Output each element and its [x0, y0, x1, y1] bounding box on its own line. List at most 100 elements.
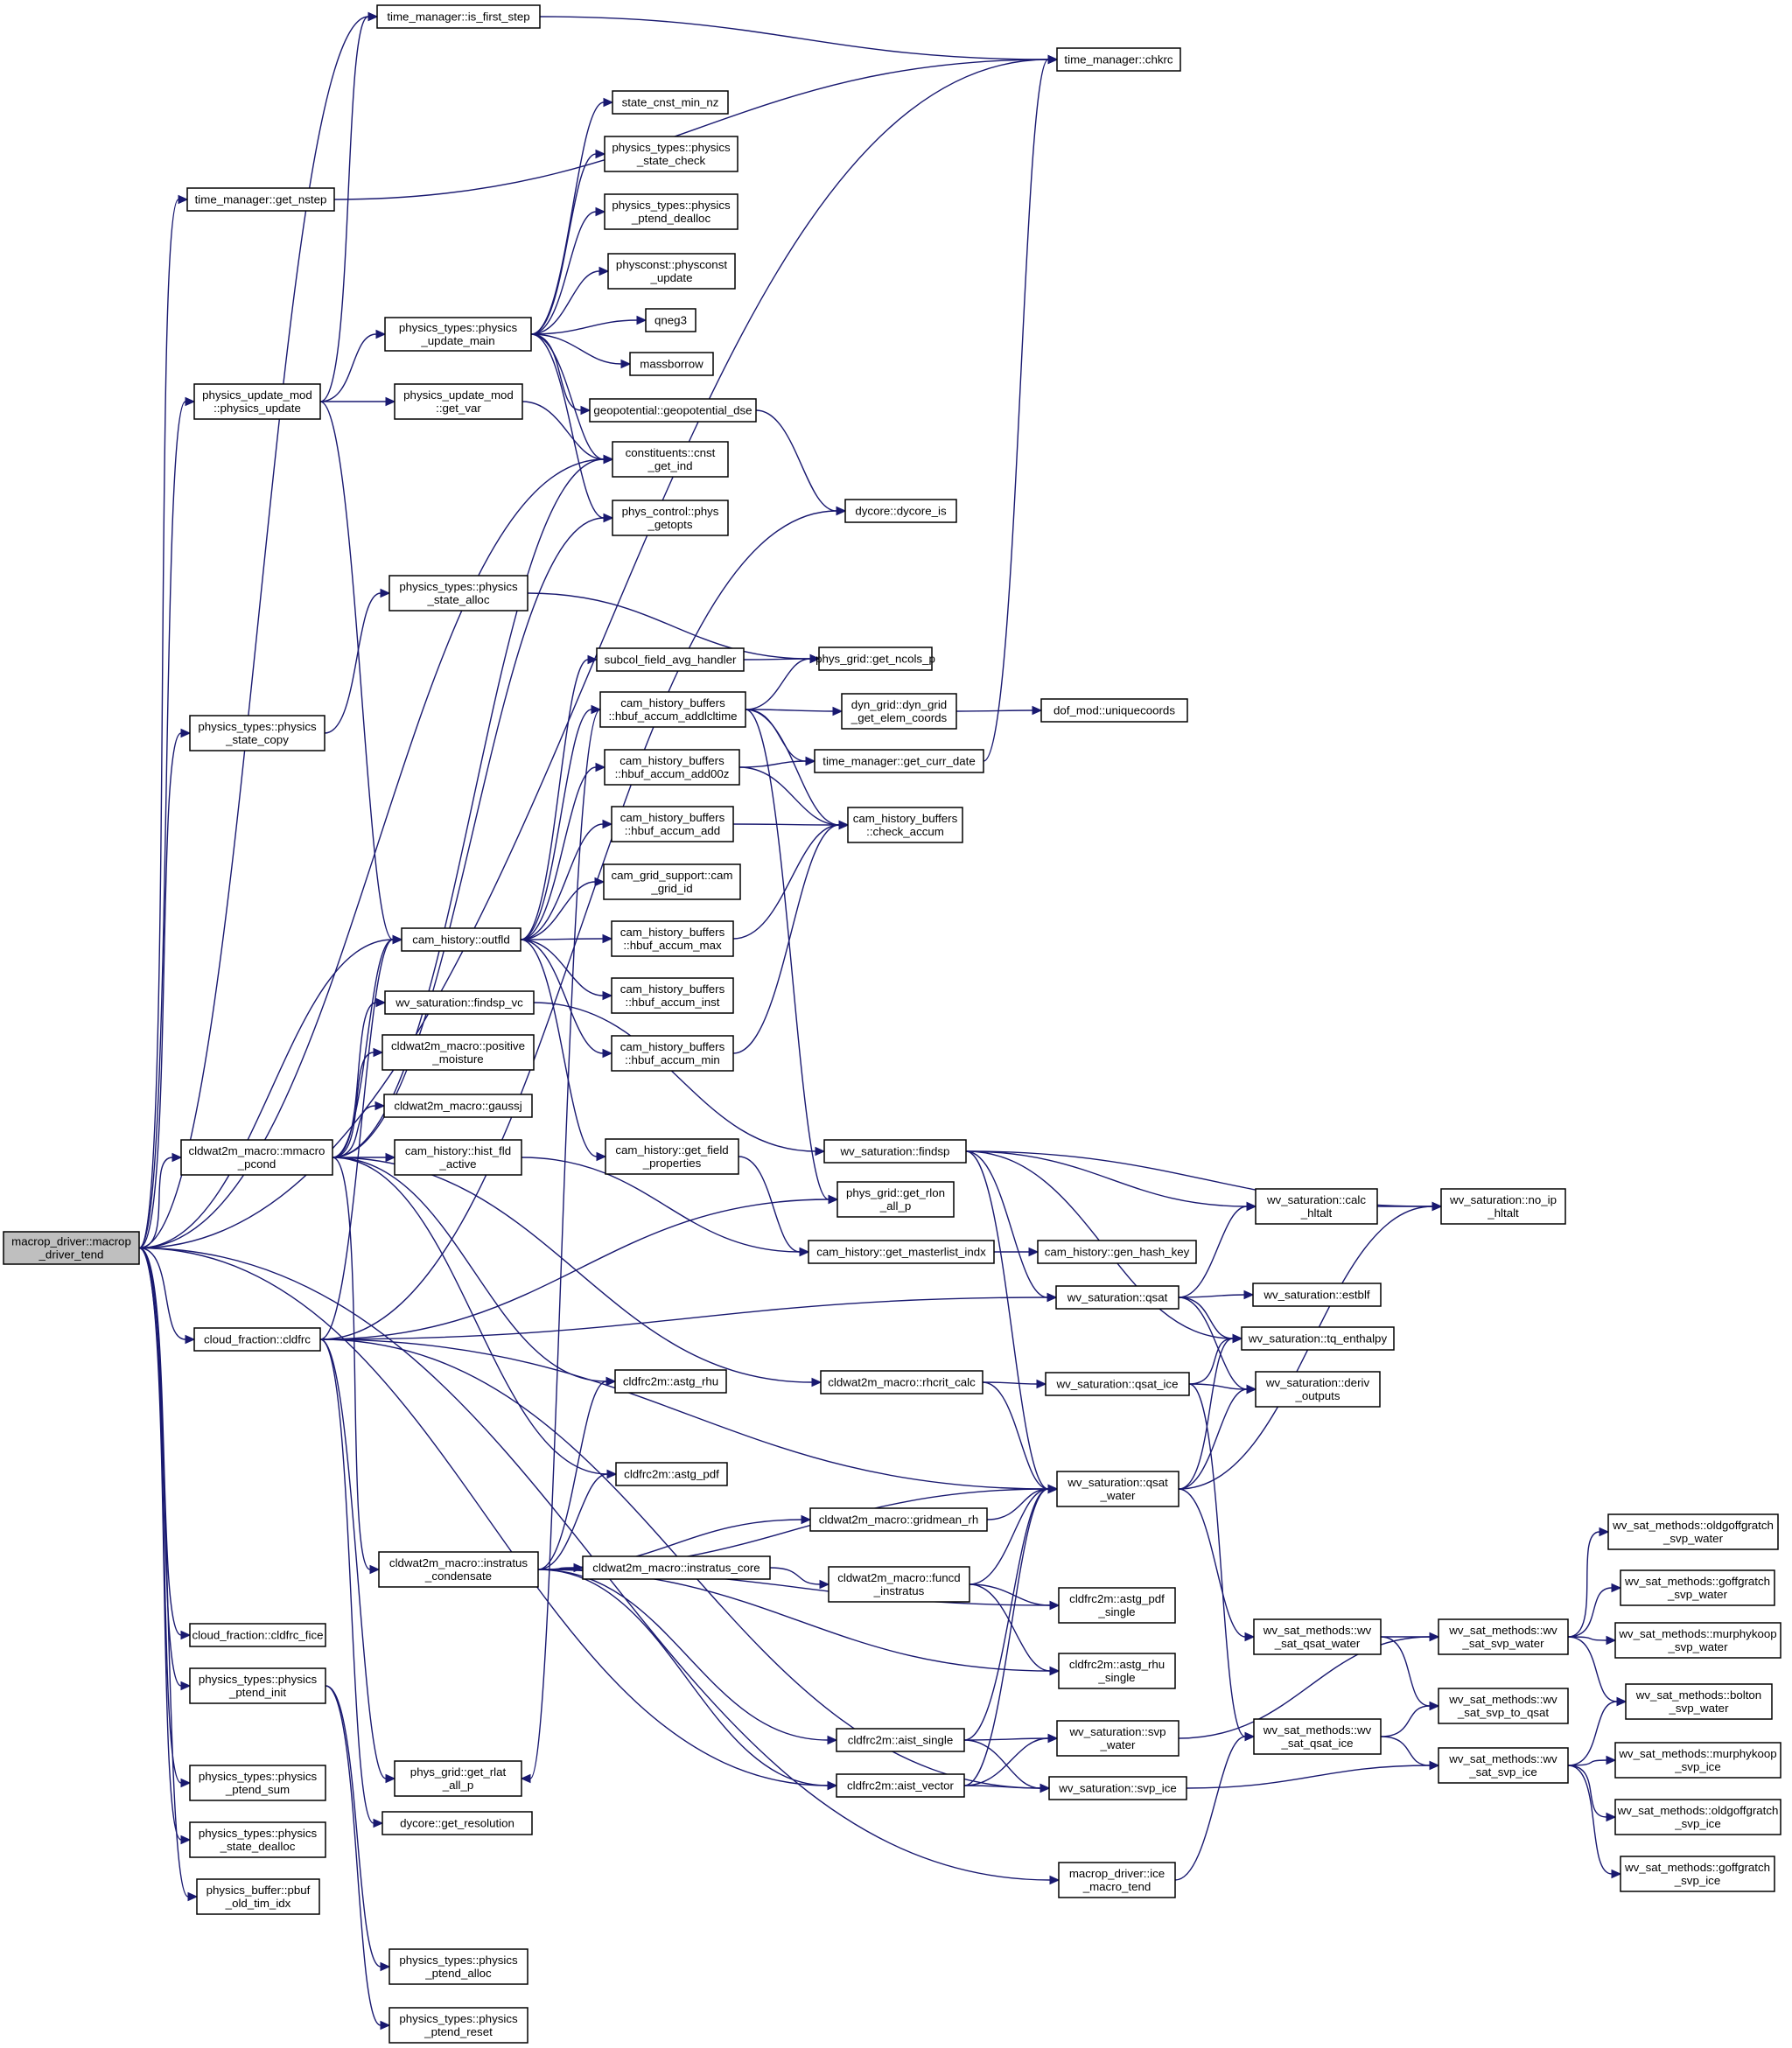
node-astg-rhu[interactable]: cldfrc2m::astg_rhu	[614, 1369, 727, 1394]
node-svp-to-qsat[interactable]: wv_sat_methods::wv_sat_svp_to_qsat	[1438, 1688, 1569, 1724]
node-pt-update-main[interactable]: physics_types::physics_update_main	[384, 317, 532, 352]
node-first-step[interactable]: time_manager::is_first_step	[376, 4, 541, 29]
node-pu-physics-update[interactable]: physics_update_mod::physics_update	[193, 383, 321, 420]
node-pt-state-alloc[interactable]: physics_types::physics_state_alloc	[388, 575, 528, 612]
node-estblf[interactable]: wv_saturation::estblf	[1252, 1283, 1382, 1307]
node-pt-ptend-dealloc[interactable]: physics_types::physics_ptend_dealloc	[604, 193, 738, 230]
node-bolton-water[interactable]: wv_sat_methods::bolton_svp_water	[1625, 1683, 1773, 1720]
node-gaussj[interactable]: cldwat2m_macro::gaussj	[383, 1094, 533, 1118]
node-oldgoff-ice[interactable]: wv_sat_methods::oldgoffgratch_svp_ice	[1614, 1799, 1782, 1835]
node-dyn-grid[interactable]: dyn_grid::dyn_grid_get_elem_coords	[841, 693, 957, 730]
node-pt-ptend-reset[interactable]: physics_types::physics_ptend_reset	[388, 2007, 528, 2044]
node-label: _svp_water	[1669, 1702, 1730, 1715]
node-svp-ice[interactable]: wv_saturation::svp_ice	[1048, 1776, 1187, 1800]
node-calc-hltalt[interactable]: wv_saturation::calc_hltalt	[1255, 1188, 1378, 1225]
node-astg-pdf[interactable]: cldfrc2m::astg_pdf	[615, 1462, 728, 1486]
node-instratus-cond[interactable]: cldwat2m_macro::instratus_condensate	[378, 1551, 539, 1588]
node-svp-water[interactable]: wv_saturation::svp_water	[1056, 1720, 1180, 1757]
edge-cldfrc-to-outfld	[319, 934, 403, 1340]
node-label: phys_grid::get_ncols_p	[816, 653, 935, 666]
node-state-cnst-min[interactable]: state_cnst_min_nz	[612, 90, 729, 115]
node-pt-ptend-init[interactable]: physics_types::physics_ptend_init	[189, 1667, 326, 1704]
node-get-field-props[interactable]: cam_history::get_field_properties	[605, 1138, 739, 1175]
node-wvsm-svp-water[interactable]: wv_sat_methods::wv_sat_svp_water	[1438, 1618, 1569, 1655]
node-pbuf-old-tim[interactable]: physics_buffer::pbuf_old_tim_idx	[196, 1878, 320, 1915]
node-gen-hash-key[interactable]: cam_history::gen_hash_key	[1037, 1240, 1197, 1264]
node-hist-fld-active[interactable]: cam_history::hist_fld_active	[394, 1139, 522, 1176]
node-positive-moisture[interactable]: cldwat2m_macro::positive_moisture	[382, 1034, 535, 1071]
node-get-rlon[interactable]: phys_grid::get_rlon_all_p	[836, 1181, 955, 1218]
node-subcol[interactable]: subcol_field_avg_handler	[596, 647, 745, 672]
node-massborrow[interactable]: massborrow	[629, 352, 714, 376]
node-oldgoff-water[interactable]: wv_sat_methods::oldgoffgratch_svp_water	[1607, 1513, 1779, 1550]
node-geopotential[interactable]: geopotential::geopotential_dse	[589, 398, 757, 423]
node-findsp-vc[interactable]: wv_saturation::findsp_vc	[384, 990, 535, 1015]
node-root[interactable]: macrop_driver::macrop_driver_tend	[3, 1231, 140, 1265]
node-astg-pdf-single[interactable]: cldfrc2m::astg_pdf_single	[1058, 1587, 1176, 1624]
node-pt-state-copy[interactable]: physics_types::physics_state_copy	[189, 715, 326, 751]
node-qsat-ice[interactable]: wv_saturation::qsat_ice	[1045, 1372, 1190, 1396]
node-hbuf-min[interactable]: cam_history_buffers::hbuf_accum_min	[611, 1035, 734, 1072]
node-hbuf-add[interactable]: cam_history_buffers::hbuf_accum_add	[611, 806, 734, 842]
node-rhcrit[interactable]: cldwat2m_macro::rhcrit_calc	[820, 1370, 984, 1394]
node-qneg3[interactable]: qneg3	[645, 308, 696, 332]
node-grid-id[interactable]: cam_grid_support::cam_grid_id	[603, 863, 741, 900]
node-check-accum[interactable]: cam_history_buffers::check_accum	[847, 807, 963, 843]
node-goff-ice[interactable]: wv_sat_methods::goffgratch_svp_ice	[1620, 1856, 1775, 1892]
node-pt-state-dealloc[interactable]: physics_types::physics_state_dealloc	[189, 1821, 326, 1858]
node-label: wv_sat_methods::wv	[1448, 1752, 1558, 1765]
node-ice-macro-tend[interactable]: macrop_driver::ice_macro_tend	[1058, 1862, 1176, 1898]
edge-outfld-to-subcol	[520, 654, 598, 940]
node-phys-getopts[interactable]: phys_control::phys_getopts	[612, 500, 729, 536]
node-qsat-water[interactable]: wv_saturation::qsat_water	[1056, 1471, 1180, 1507]
node-get-rlat[interactable]: phys_grid::get_rlat_all_p	[394, 1760, 522, 1797]
node-wvsm-qsat-ice[interactable]: wv_sat_methods::wv_sat_qsat_ice	[1253, 1718, 1382, 1755]
node-hbuf-add00z[interactable]: cam_history_buffers::hbuf_accum_add00z	[604, 749, 740, 786]
node-murphy-water[interactable]: wv_sat_methods::murphykoop_svp_water	[1614, 1622, 1782, 1659]
node-no-ip-hltalt[interactable]: wv_saturation::no_ip_hltalt	[1440, 1188, 1566, 1225]
node-get-curr-date[interactable]: time_manager::get_curr_date	[814, 749, 984, 773]
node-findsp[interactable]: wv_saturation::findsp	[823, 1139, 967, 1164]
node-astg-rhu-single[interactable]: cldfrc2m::astg_rhu_single	[1058, 1653, 1176, 1689]
node-hbuf-inst[interactable]: cam_history_buffers::hbuf_accum_inst	[611, 977, 734, 1014]
node-hbuf-addlcltime[interactable]: cam_history_buffers::hbuf_accum_addlclti…	[599, 691, 746, 728]
node-cldfrc[interactable]: cloud_fraction::cldfrc	[193, 1327, 321, 1352]
node-physconst-update[interactable]: physconst::physconst_update	[607, 253, 736, 290]
node-label: macrop_driver::macrop	[11, 1235, 131, 1248]
node-murphy-ice[interactable]: wv_sat_methods::murphykoop_svp_ice	[1614, 1742, 1782, 1779]
node-goff-water[interactable]: wv_sat_methods::goffgratch_svp_water	[1620, 1569, 1775, 1606]
node-instratus-core[interactable]: cldwat2m_macro::instratus_core	[582, 1555, 771, 1580]
node-label: _macro_tend	[1082, 1880, 1152, 1893]
edge-pt_update_main-to-physconst_update	[530, 266, 610, 335]
node-wvsm-svp-ice[interactable]: wv_sat_methods::wv_sat_svp_ice	[1438, 1747, 1569, 1784]
node-uniquecoords[interactable]: dof_mod::uniquecoords	[1040, 698, 1188, 723]
node-get-ncols[interactable]: phys_grid::get_ncols_p	[816, 647, 935, 671]
node-pu-get-var[interactable]: physics_update_mod::get_var	[394, 383, 523, 420]
node-deriv-outputs[interactable]: wv_saturation::deriv_outputs	[1255, 1371, 1381, 1408]
node-cnst-get-ind[interactable]: constituents::cnst_get_ind	[612, 441, 729, 478]
node-pt-state-check[interactable]: physics_types::physics_state_check	[604, 136, 738, 172]
node-wvsm-qsat-water[interactable]: wv_sat_methods::wv_sat_qsat_water	[1253, 1618, 1382, 1655]
node-pt-ptend-alloc[interactable]: physics_types::physics_ptend_alloc	[388, 1948, 528, 1985]
node-label: _ptend_dealloc	[631, 212, 711, 225]
node-mmacro[interactable]: cldwat2m_macro::mmacro_pcond	[180, 1139, 333, 1176]
node-outfld[interactable]: cam_history::outfld	[401, 927, 522, 952]
node-label: cam_history_buffers	[620, 926, 725, 939]
node-dycore-is[interactable]: dycore::dycore_is	[844, 499, 957, 523]
node-aist-vector[interactable]: cldfrc2m::aist_vector	[836, 1773, 965, 1798]
node-get-resolution[interactable]: dycore::get_resolution	[382, 1811, 533, 1835]
edge-qsat-to-estblf	[1178, 1290, 1255, 1300]
node-funcd[interactable]: cldwat2m_macro::funcd_instratus	[828, 1566, 970, 1603]
node-label: ::hbuf_accum_inst	[626, 996, 720, 1009]
node-hbuf-max[interactable]: cam_history_buffers::hbuf_accum_max	[611, 920, 734, 957]
node-cldfrc-fice[interactable]: cloud_fraction::cldfrc_fice	[189, 1623, 326, 1647]
node-nstep[interactable]: time_manager::get_nstep	[186, 187, 335, 212]
node-qsat[interactable]: wv_saturation::qsat	[1055, 1285, 1180, 1310]
node-pt-ptend-sum[interactable]: physics_types::physics_ptend_sum	[189, 1765, 326, 1801]
node-chkrc[interactable]: time_manager::chkrc	[1056, 47, 1181, 72]
node-gridmean-rh[interactable]: cldwat2m_macro::gridmean_rh	[809, 1507, 988, 1532]
node-masterlist[interactable]: cam_history::get_masterlist_indx	[808, 1240, 995, 1264]
node-label: _svp_water	[1662, 1532, 1724, 1545]
node-tq-enthalpy[interactable]: wv_saturation::tq_enthalpy	[1241, 1326, 1395, 1351]
node-aist-single[interactable]: cldfrc2m::aist_single	[836, 1728, 965, 1752]
